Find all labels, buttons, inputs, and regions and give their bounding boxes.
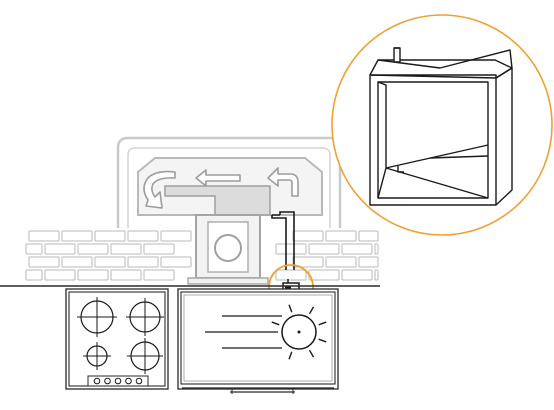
brick xyxy=(44,269,76,281)
sun-ray xyxy=(308,349,315,358)
brick xyxy=(77,243,109,255)
brick xyxy=(374,269,379,281)
brick xyxy=(275,243,307,255)
brick xyxy=(160,230,192,242)
brick xyxy=(127,230,159,242)
heat-lines xyxy=(205,315,282,349)
brick xyxy=(143,243,175,255)
sun-ray xyxy=(318,321,327,326)
knob xyxy=(125,377,132,385)
brick xyxy=(25,269,43,281)
brick xyxy=(341,269,373,281)
sun-ray xyxy=(288,351,293,360)
duct-inner-outline xyxy=(127,147,331,228)
brick xyxy=(44,243,76,255)
brick-wall xyxy=(25,230,379,281)
cooktop-unit xyxy=(65,288,169,390)
knob xyxy=(114,377,122,385)
burner-icon xyxy=(127,338,163,374)
brick xyxy=(143,269,175,281)
brick xyxy=(358,230,379,242)
range-hood xyxy=(187,214,269,285)
brick xyxy=(28,230,60,242)
sun-ray xyxy=(288,304,293,313)
oven-unit xyxy=(177,288,339,394)
brick xyxy=(25,243,43,255)
knob xyxy=(135,377,143,385)
brick xyxy=(77,269,109,281)
arrow-left-icon xyxy=(195,169,241,187)
brick xyxy=(358,256,379,268)
exhaust-pipe xyxy=(271,211,295,270)
brick xyxy=(28,256,60,268)
brick xyxy=(374,243,379,255)
sun-icon xyxy=(271,304,327,360)
brick xyxy=(292,256,324,268)
brick xyxy=(308,243,340,255)
burners xyxy=(77,297,164,374)
brick xyxy=(160,256,192,268)
oven-window xyxy=(183,294,333,382)
detail-magnifier xyxy=(331,14,553,236)
duct-system xyxy=(116,136,342,228)
burner-icon xyxy=(126,298,164,336)
arrow-loop-icon xyxy=(143,170,176,209)
brick xyxy=(325,256,357,268)
brick xyxy=(308,269,340,281)
sun-ray xyxy=(318,338,327,343)
brick xyxy=(94,256,126,268)
brick xyxy=(61,230,93,242)
brick xyxy=(325,230,357,242)
sun-ray xyxy=(271,321,280,326)
brick xyxy=(94,230,126,242)
knobs xyxy=(93,377,143,385)
brick xyxy=(341,243,373,255)
brick xyxy=(292,230,324,242)
duct-core xyxy=(164,185,271,216)
hood-fan xyxy=(214,234,242,262)
brick xyxy=(110,269,142,281)
exhaust-box xyxy=(369,47,513,206)
knob xyxy=(93,377,101,385)
sun-ray xyxy=(308,306,315,315)
hood-base xyxy=(187,277,269,285)
brick xyxy=(127,256,159,268)
burner-icon xyxy=(77,297,117,337)
brick xyxy=(61,256,93,268)
knob xyxy=(104,377,111,385)
arrow-return-icon xyxy=(267,167,299,197)
brick xyxy=(110,243,142,255)
detail-circle xyxy=(331,14,553,236)
brick xyxy=(275,269,307,281)
burner-icon xyxy=(83,342,111,370)
